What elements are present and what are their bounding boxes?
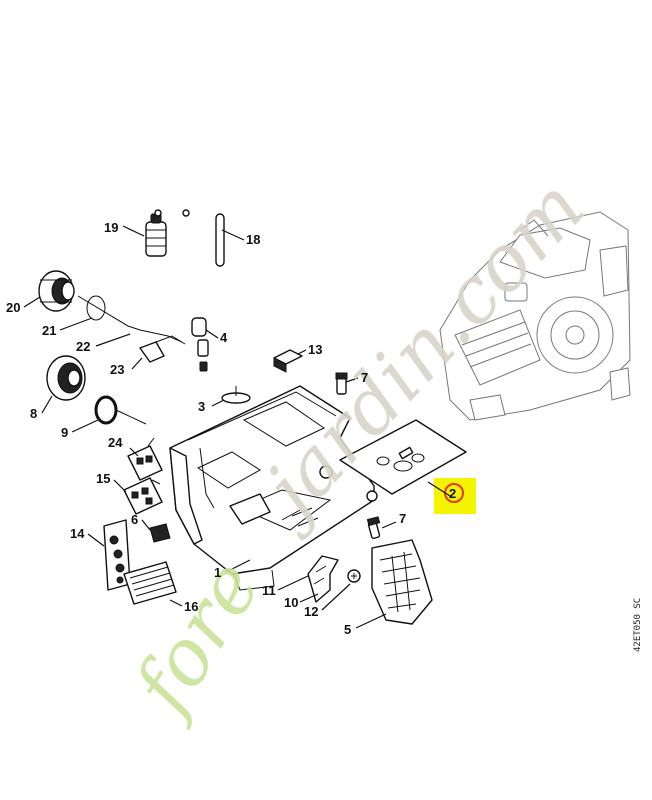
part-21-ring <box>86 295 106 321</box>
part-3-spring <box>221 386 251 404</box>
part-labels: 19 18 20 21 22 23 4 13 7 3 8 9 24 15 2 7… <box>6 220 456 637</box>
label-5: 5 <box>344 622 351 637</box>
label-3: 3 <box>198 399 205 414</box>
part-23-lever <box>139 335 186 363</box>
label-13: 13 <box>308 342 322 357</box>
part-2-gasket <box>339 419 467 495</box>
label-22: 22 <box>76 339 90 354</box>
part-5-plate <box>371 539 433 625</box>
label-18: 18 <box>246 232 260 247</box>
part-11-bracket <box>307 555 339 603</box>
part-20-drum <box>38 270 75 312</box>
label-24: 24 <box>108 435 123 450</box>
label-15: 15 <box>96 471 110 486</box>
label-11: 11 <box>262 583 276 598</box>
label-16: 16 <box>184 599 198 614</box>
label-2: 2 <box>449 486 456 501</box>
label-7-bottom: 7 <box>399 511 406 526</box>
label-10: 10 <box>284 595 298 610</box>
engine-illustration <box>439 211 631 421</box>
part-13-cap <box>273 349 303 373</box>
part-12-screw <box>347 569 361 583</box>
part-22-cable <box>77 295 183 343</box>
label-1: 1 <box>214 565 221 580</box>
highlight-part-2 <box>434 478 476 514</box>
label-14: 14 <box>70 526 85 541</box>
label-9: 9 <box>61 425 68 440</box>
part-8-clutch <box>46 355 86 401</box>
part-6-plug <box>149 523 171 543</box>
label-20: 20 <box>6 300 20 315</box>
label-8: 8 <box>30 406 37 421</box>
reference-code: 42ET050 SC <box>633 598 643 652</box>
label-23: 23 <box>110 362 124 377</box>
part-15-label <box>123 477 163 515</box>
label-21: 21 <box>42 323 56 338</box>
part-18-hose <box>215 213 225 267</box>
part-16-grille <box>123 561 177 605</box>
part-24-label <box>127 437 163 481</box>
part-7-screw-top <box>335 372 348 395</box>
part-19-pickup-filter <box>145 209 190 257</box>
label-6: 6 <box>131 512 138 527</box>
label-12: 12 <box>304 604 318 619</box>
label-7-top: 7 <box>361 370 368 385</box>
part-1-tank-housing <box>169 385 378 591</box>
part-7-screw-bottom <box>366 516 381 540</box>
label-4: 4 <box>220 330 228 345</box>
label-19: 19 <box>104 220 118 235</box>
part-4-valve <box>191 317 209 372</box>
part-9-oring <box>94 395 147 425</box>
leader-lines <box>23 225 451 629</box>
